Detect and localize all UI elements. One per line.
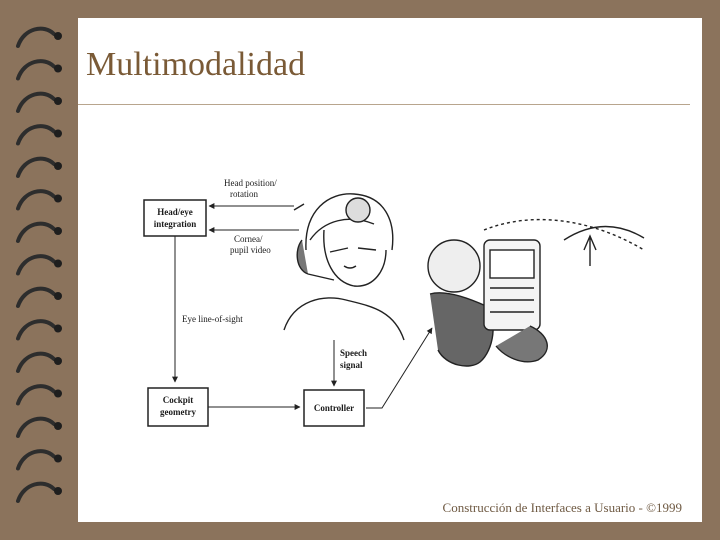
pilot-helmet-illustration bbox=[283, 193, 405, 341]
binding-hole bbox=[54, 487, 62, 495]
spiral-coil bbox=[16, 384, 56, 406]
binding-hole bbox=[54, 97, 62, 105]
head-position-label-line1: Head position/ bbox=[224, 178, 277, 188]
title-divider bbox=[78, 104, 690, 105]
controller-box bbox=[303, 389, 365, 427]
head-eye-box-line1: Head/eye bbox=[157, 207, 193, 217]
spiral-coil bbox=[16, 481, 56, 503]
binding-hole bbox=[54, 162, 62, 170]
speech-label-line2: signal bbox=[340, 360, 363, 370]
spiral-coil bbox=[16, 26, 56, 48]
slide-footer: Construcción de Interfaces a Usuario - ©… bbox=[442, 500, 682, 515]
binding-hole bbox=[54, 64, 62, 73]
cornea-label-line1: Cornea/ bbox=[234, 234, 263, 244]
spiral-coil bbox=[16, 221, 56, 243]
cockpit-box-line2: geometry bbox=[160, 407, 196, 417]
cockpit-box-line1: Cockpit bbox=[163, 395, 194, 405]
cockpit-geometry-box bbox=[147, 387, 209, 427]
binding-hole bbox=[54, 389, 62, 398]
binding-hole bbox=[54, 227, 62, 235]
binding-hole bbox=[54, 194, 62, 203]
controller-box-label: Controller bbox=[314, 403, 354, 413]
binding-hole bbox=[54, 292, 62, 300]
binding-hole bbox=[54, 454, 62, 463]
slide-title: Multimodalidad bbox=[86, 46, 306, 83]
spiral-coil bbox=[16, 156, 56, 178]
spiral-coil bbox=[16, 254, 56, 276]
spiral-coil bbox=[16, 351, 56, 373]
multimodal-diagram: Head/eye integration Head position/ rota… bbox=[143, 178, 645, 427]
binding-hole bbox=[54, 259, 62, 268]
spiral-coil bbox=[16, 59, 56, 81]
binding-hole bbox=[54, 422, 62, 430]
spiral-coil bbox=[16, 286, 56, 308]
binding-hole bbox=[54, 357, 62, 365]
spiral-binding-icon bbox=[16, 26, 62, 503]
binding-hole bbox=[54, 129, 62, 138]
binding-hole bbox=[54, 324, 62, 333]
cornea-label-line2: pupil video bbox=[230, 245, 271, 255]
line-of-sight-label: Eye line-of-sight bbox=[182, 314, 243, 324]
spiral-binding bbox=[0, 18, 80, 522]
controller-to-display-arrow bbox=[366, 327, 433, 409]
head-eye-box-line2: integration bbox=[154, 219, 197, 229]
slide-page: Multimodalidad Head/eye integration Head… bbox=[78, 18, 702, 522]
spiral-coil bbox=[16, 189, 56, 211]
spiral-coil bbox=[16, 416, 56, 438]
binding-hole bbox=[54, 32, 62, 40]
spiral-coil bbox=[16, 91, 56, 113]
head-eye-integration-box bbox=[143, 199, 207, 237]
spiral-coil bbox=[16, 319, 56, 341]
spiral-coil bbox=[16, 449, 56, 471]
head-position-label-line2: rotation bbox=[230, 189, 258, 199]
spiral-coil bbox=[16, 124, 56, 146]
hand-display-illustration bbox=[427, 218, 645, 367]
speech-label-line1: Speech bbox=[340, 348, 367, 358]
